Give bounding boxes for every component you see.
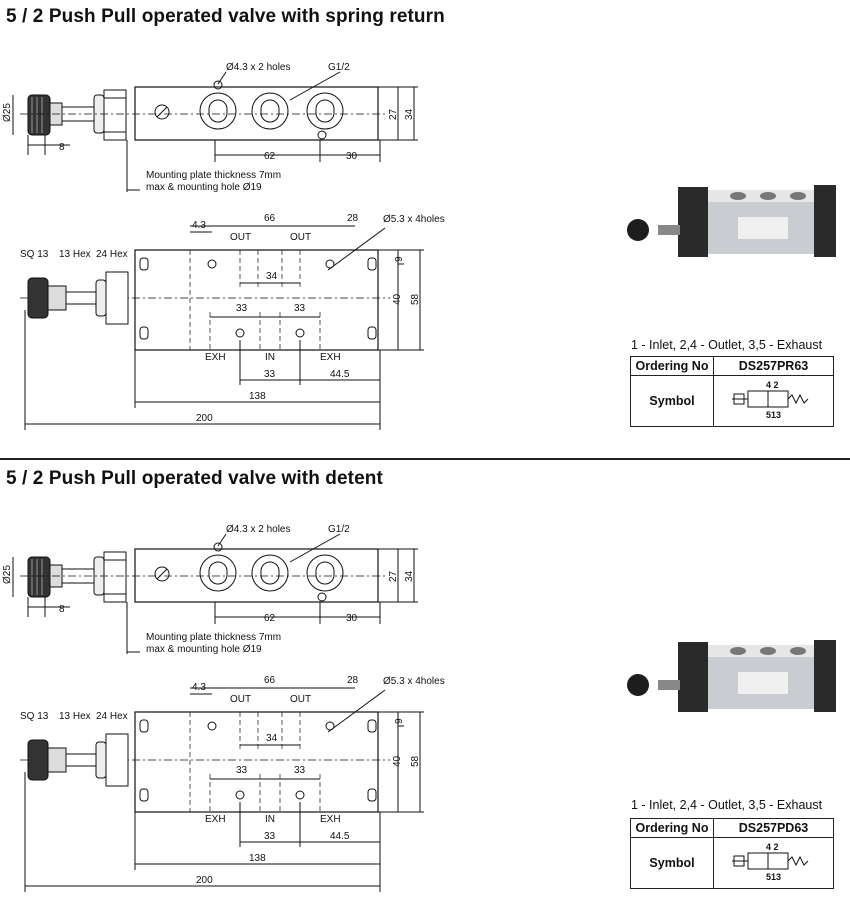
symbol-top-ports: 4 2 [766,380,779,390]
section-detent: 5 / 2 Push Pull operated valve with dete… [0,462,850,912]
section-title: 5 / 2 Push Pull operated valve with spri… [6,6,445,27]
dim-66: 66 [264,213,276,224]
valve-symbol-icon: 4 2 513 [731,380,808,420]
technical-drawing: Ø4.3 x 2 holes G1/2 Ø25 8 27 34 62 30 Mo… [2,62,445,430]
dim-4-3: 4.3 [192,682,206,693]
dim-34-front: 34 [266,733,278,744]
top-view [12,533,418,654]
label-in: IN [265,352,275,363]
dim-62: 62 [264,613,276,624]
dim-66: 66 [264,675,276,686]
label-24hex: 24 Hex [96,249,128,260]
front-holes-note: Ø5.3 x 4holes [383,214,445,225]
dim-33-c: 33 [264,831,276,842]
dim-9: 9 [394,718,405,724]
dim-40: 40 [392,755,403,767]
ordering-value: DS257PR63 [713,356,834,376]
label-in: IN [265,814,275,825]
dim-30: 30 [346,613,358,624]
label-13hex: 13 Hex [59,249,91,260]
spec-table: Ordering No DS257PD63 Symbol 4 2 513 [630,818,834,889]
dim-44-5: 44.5 [330,831,350,842]
pneumatic-valve-photo [627,185,836,257]
dim-33-b: 33 [294,765,306,776]
dim-200: 200 [196,875,213,886]
mount-note-2: max & mounting hole Ø19 [146,644,262,655]
section-title: 5 / 2 Push Pull operated valve with dete… [6,468,383,489]
mount-note-1: Mounting plate thickness 7mm [146,170,281,181]
dim-knob-len: 8 [59,604,65,615]
mount-note-2: max & mounting hole Ø19 [146,182,262,193]
pneumatic-valve-photo [627,640,836,712]
spec-table: Ordering No DS257PR63 Symbol 4 2 513 [630,356,834,427]
dim-28: 28 [347,213,359,224]
dim-knob-dia: Ø25 [2,103,13,122]
dim-58: 58 [410,755,421,767]
dim-30: 30 [346,151,358,162]
dim-9: 9 [394,256,405,262]
symbol-label: Symbol [630,375,714,427]
front-view [20,225,424,430]
symbol-top-ports: 4 2 [766,842,779,852]
dim-138: 138 [249,853,266,864]
dim-knob-dia: Ø25 [2,565,13,584]
top-view [12,71,418,192]
section-spring-return: 5 / 2 Push Pull operated valve with spri… [2,6,836,430]
label-out-2: OUT [290,232,311,243]
dim-44-5: 44.5 [330,369,350,380]
symbol-label: Symbol [630,837,714,889]
label-exh-2: EXH [320,352,341,363]
mount-note-1: Mounting plate thickness 7mm [146,632,281,643]
dim-33-a: 33 [236,303,248,314]
label-out-1: OUT [230,694,251,705]
symbol-bottom-ports: 513 [766,872,781,882]
port-legend: 1 - Inlet, 2,4 - Outlet, 3,5 - Exhaust [631,338,823,352]
label-sq13: SQ 13 [20,249,49,260]
dim-33-a: 33 [236,765,248,776]
valve-symbol-icon: 4 2 513 [731,842,808,882]
technical-drawing: Ø4.3 x 2 holes G1/2 Ø25 8 27 34 62 30 Mo… [2,524,445,892]
symbol-bottom-ports: 513 [766,410,781,420]
dim-33-b: 33 [294,303,306,314]
label-24hex: 24 Hex [96,711,128,722]
dim-138: 138 [249,391,266,402]
label-exh-1: EXH [205,352,226,363]
ordering-label: Ordering No [630,356,714,376]
valve-symbol: 4 2 513 [713,375,834,427]
port-legend: 1 - Inlet, 2,4 - Outlet, 3,5 - Exhaust [631,798,823,812]
dim-4-3: 4.3 [192,220,206,231]
label-13hex: 13 Hex [59,711,91,722]
holes-note: Ø4.3 x 2 holes [226,524,290,535]
dim-200: 200 [196,413,213,424]
dim-34-front: 34 [266,271,278,282]
ordering-label: Ordering No [630,818,714,838]
ordering-value: DS257PD63 [713,818,834,838]
dim-33-c: 33 [264,369,276,380]
front-holes-note: Ø5.3 x 4holes [383,676,445,687]
dim-knob-len: 8 [59,142,65,153]
dim-62: 62 [264,151,276,162]
valve-symbol: 4 2 513 [713,837,834,889]
port-note: G1/2 [328,524,350,535]
label-exh-2: EXH [320,814,341,825]
label-out-1: OUT [230,232,251,243]
dim-34: 34 [404,108,415,120]
dim-58: 58 [410,293,421,305]
dim-27: 27 [388,108,399,120]
section-divider [0,458,850,460]
front-view [20,687,424,892]
holes-note: Ø4.3 x 2 holes [226,62,290,73]
dim-28: 28 [347,675,359,686]
port-note: G1/2 [328,62,350,73]
label-sq13: SQ 13 [20,711,49,722]
dim-40: 40 [392,293,403,305]
dim-27: 27 [388,570,399,582]
label-exh-1: EXH [205,814,226,825]
label-out-2: OUT [290,694,311,705]
dim-34: 34 [404,570,415,582]
